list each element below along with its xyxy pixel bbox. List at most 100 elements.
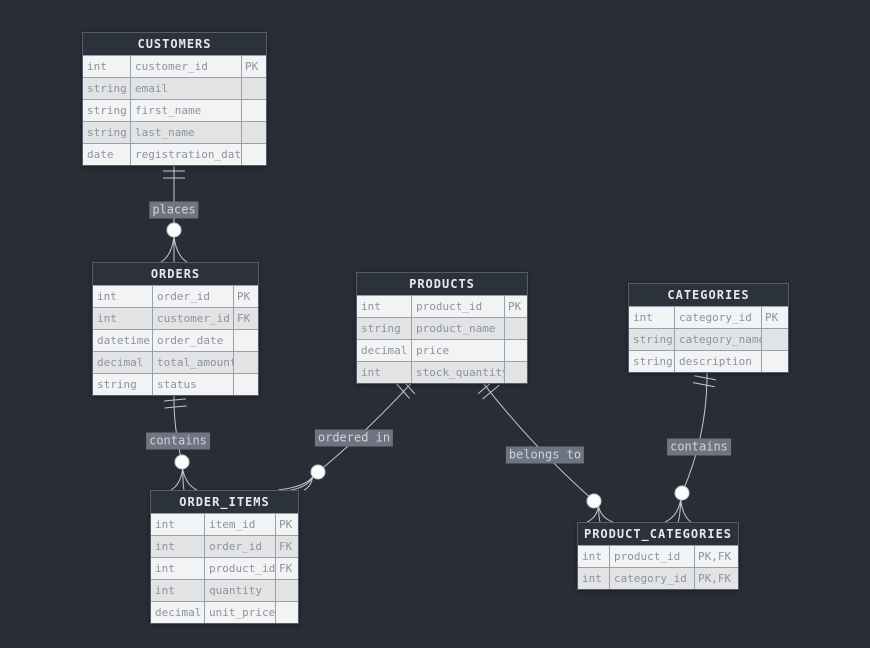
field-name: registration_date bbox=[131, 144, 242, 165]
field-key bbox=[762, 351, 788, 372]
field-name: unit_price bbox=[205, 602, 276, 623]
crow-foot-prong bbox=[182, 468, 198, 491]
field-key bbox=[234, 330, 258, 351]
field-name: order_date bbox=[153, 330, 234, 351]
table-title[interactable]: PRODUCTS bbox=[357, 273, 527, 296]
field-key: FK bbox=[279, 562, 293, 575]
field-key bbox=[276, 602, 298, 623]
field-type: int bbox=[151, 514, 205, 535]
cardinality-circle bbox=[174, 454, 190, 470]
field-type: int bbox=[93, 286, 153, 307]
relationship-label[interactable]: places bbox=[149, 201, 199, 219]
field-key: PK bbox=[245, 60, 259, 73]
field-key bbox=[505, 340, 527, 361]
table-title[interactable]: PRODUCT_CATEGORIES bbox=[578, 523, 738, 546]
relationship-contains bbox=[163, 389, 198, 491]
field-type: int bbox=[151, 558, 205, 579]
field-key: PK,FK bbox=[698, 572, 732, 585]
cardinality-circle bbox=[586, 493, 602, 509]
relationship-label[interactable]: belongs to bbox=[505, 446, 585, 464]
field-type: string bbox=[93, 374, 153, 395]
field-type: string bbox=[83, 100, 131, 121]
field-key: PK bbox=[279, 518, 293, 531]
field-name: first_name bbox=[131, 100, 242, 121]
field-key: PK bbox=[237, 290, 251, 303]
field-key bbox=[505, 362, 527, 383]
field-type: string bbox=[629, 351, 675, 372]
cardinality-circle bbox=[310, 464, 326, 480]
cardinality-circle bbox=[166, 222, 182, 238]
field-key bbox=[242, 144, 266, 165]
field-name: description bbox=[675, 351, 762, 372]
field-type: date bbox=[83, 144, 131, 165]
crow-foot-prong bbox=[680, 499, 692, 523]
table-title[interactable]: ORDERS bbox=[93, 263, 258, 286]
one-cardinality-tick bbox=[482, 384, 500, 400]
crow-foot-prong bbox=[290, 476, 314, 491]
field-name: category_id bbox=[610, 568, 695, 589]
crow-foot-prong bbox=[598, 506, 614, 523]
field-name: price bbox=[412, 340, 505, 361]
field-name: product_name bbox=[412, 318, 505, 339]
table-title[interactable]: CATEGORIES bbox=[629, 284, 788, 307]
crow-foot-prong bbox=[303, 476, 314, 491]
relationship-label[interactable]: contains bbox=[146, 432, 210, 450]
field-key bbox=[234, 374, 258, 395]
table-title[interactable]: ORDER_ITEMS bbox=[151, 491, 298, 514]
crow-foot-prong bbox=[173, 236, 188, 263]
crow-foot-prong bbox=[160, 236, 175, 263]
relationship-ordered-in bbox=[277, 377, 416, 491]
field-type: int bbox=[357, 362, 412, 383]
field-key: PK bbox=[765, 311, 779, 324]
field-type: string bbox=[83, 78, 131, 99]
relationship-line bbox=[479, 378, 595, 502]
field-name: product_id bbox=[205, 558, 276, 579]
field-type: int bbox=[83, 56, 131, 77]
field-type: decimal bbox=[357, 340, 412, 361]
table-title[interactable]: CUSTOMERS bbox=[83, 33, 266, 56]
field-key bbox=[505, 318, 527, 339]
field-key bbox=[234, 352, 258, 373]
field-type: int bbox=[151, 536, 205, 557]
relationship-label[interactable]: ordered in bbox=[314, 429, 394, 447]
field-name: order_id bbox=[153, 286, 234, 307]
field-name: customer_id bbox=[153, 308, 234, 329]
one-cardinality-tick bbox=[164, 405, 187, 409]
crow-foot-prong bbox=[677, 499, 682, 523]
field-key bbox=[242, 78, 266, 99]
relationship-label[interactable]: contains bbox=[667, 438, 731, 456]
